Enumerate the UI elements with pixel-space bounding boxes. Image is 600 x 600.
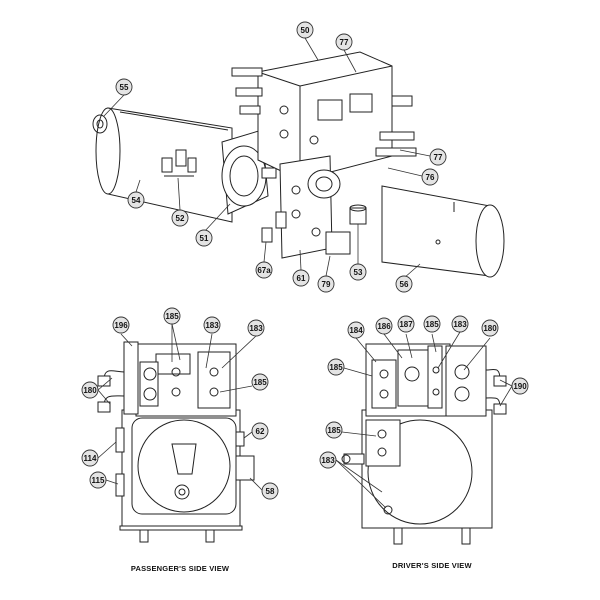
callout-77: 77 — [335, 33, 353, 51]
callout-62: 62 — [251, 422, 269, 440]
callout-61: 61 — [292, 269, 310, 287]
callout-184: 184 — [347, 321, 365, 339]
callout-183-d1-label: 183 — [453, 320, 467, 329]
callout-183-d1: 183 — [451, 315, 469, 333]
callout-79-label: 79 — [322, 280, 331, 289]
callout-79: 79 — [317, 275, 335, 293]
callout-183-d2-label: 183 — [321, 456, 335, 465]
passenger-side-view — [97, 341, 255, 543]
callout-67a: 67a — [255, 261, 273, 279]
leader-lines-passenger — [97, 323, 263, 491]
callout-51-label: 51 — [200, 234, 209, 243]
callout-52: 52 — [171, 209, 189, 227]
callout-183-p1: 183 — [203, 316, 221, 334]
valve-stack — [231, 51, 417, 181]
callout-76-label: 76 — [426, 173, 435, 182]
callout-190-label: 190 — [513, 382, 527, 391]
callout-54-label: 54 — [132, 196, 141, 205]
callout-185-p1: 185 — [163, 307, 181, 325]
callout-185-p2: 185 — [251, 373, 269, 391]
callout-77b: 77 — [429, 148, 447, 166]
callout-186-label: 186 — [377, 322, 391, 331]
callout-77b-label: 77 — [434, 153, 443, 162]
caption-driver: DRIVER'S SIDE VIEW — [392, 561, 472, 570]
callout-77-label: 77 — [340, 38, 349, 47]
callout-54: 54 — [127, 191, 145, 209]
callout-183-p1-label: 183 — [205, 321, 219, 330]
callout-58: 58 — [261, 482, 279, 500]
callout-187-label: 187 — [399, 320, 413, 329]
callout-183-p2: 183 — [247, 319, 265, 337]
exploded-view — [92, 51, 505, 278]
callout-50: 50 — [296, 21, 314, 39]
callout-180-p: 180 — [81, 381, 99, 399]
callout-53: 53 — [349, 263, 367, 281]
callout-61-label: 61 — [297, 274, 306, 283]
callout-55: 55 — [115, 78, 133, 96]
fitting-cluster — [161, 149, 197, 177]
callout-51: 51 — [195, 229, 213, 247]
spacer — [349, 204, 367, 225]
callout-50-label: 50 — [301, 26, 310, 35]
callout-180-d: 180 — [481, 319, 499, 337]
callout-180-p-label: 180 — [83, 386, 97, 395]
callout-186: 186 — [375, 317, 393, 335]
callout-183-d2: 183 — [319, 451, 337, 469]
callout-180-d-label: 180 — [483, 324, 497, 333]
callout-196-label: 196 — [114, 321, 128, 330]
leader-lines-driver — [335, 331, 513, 509]
callout-196: 196 — [112, 316, 130, 334]
callout-55-label: 55 — [120, 83, 129, 92]
driver-side-view — [341, 343, 507, 545]
callout-185-d1: 185 — [423, 315, 441, 333]
callout-185-d2-label: 185 — [329, 363, 343, 372]
leader-lines-top — [103, 37, 431, 279]
callout-56: 56 — [395, 275, 413, 293]
callout-185-d3-label: 185 — [327, 426, 341, 435]
callout-185-d1-label: 185 — [425, 320, 439, 329]
callout-62-label: 62 — [256, 427, 265, 436]
callout-183-p2-label: 183 — [249, 324, 263, 333]
fitting-67a — [261, 211, 287, 243]
callout-185-p2-label: 185 — [253, 378, 267, 387]
callout-115-label: 115 — [92, 476, 105, 485]
callout-185-d3: 185 — [325, 421, 343, 439]
callout-67a-label: 67a — [257, 266, 271, 275]
callout-114: 114 — [81, 449, 99, 467]
callout-53-label: 53 — [354, 268, 363, 277]
caption-passenger: PASSENGER'S SIDE VIEW — [131, 564, 230, 573]
callout-184-label: 184 — [349, 326, 363, 335]
callout-76: 76 — [421, 168, 439, 186]
callout-114-label: 114 — [84, 454, 97, 463]
callout-56-label: 56 — [400, 280, 409, 289]
manifold-block — [279, 155, 351, 259]
motor-flange — [221, 129, 277, 215]
callout-115: 115 — [89, 471, 107, 489]
callout-52-label: 52 — [176, 214, 185, 223]
callout-58-label: 58 — [266, 487, 275, 496]
reservoir-tank-right — [381, 185, 505, 278]
callout-187: 187 — [397, 315, 415, 333]
callout-185-p1-label: 185 — [165, 312, 179, 321]
callout-190: 190 — [511, 377, 529, 395]
callout-185-d2: 185 — [327, 358, 345, 376]
